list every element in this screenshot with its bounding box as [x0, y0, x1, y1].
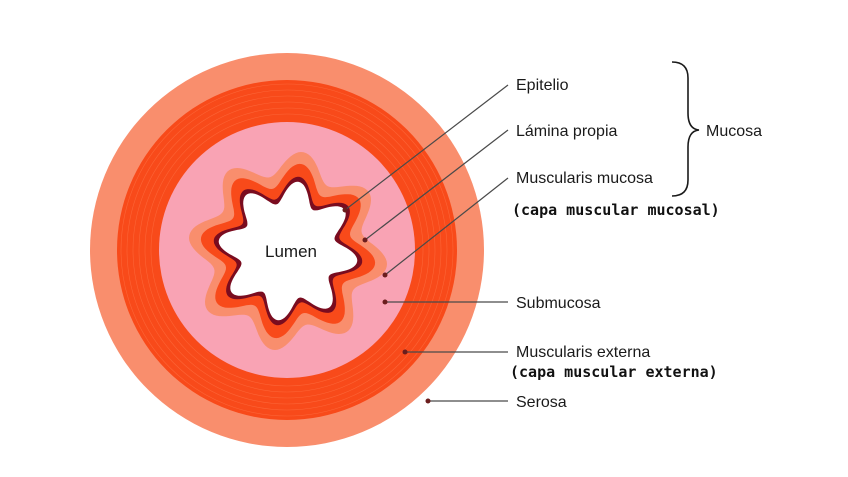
epitelio-label: Epitelio — [516, 77, 569, 94]
mucosa-group-label: Mucosa — [706, 123, 762, 140]
lumen-area — [218, 181, 358, 321]
serosa-dot — [425, 398, 431, 404]
serosa-label: Serosa — [516, 394, 567, 411]
muscularis-externa-label: Muscularis externa — [516, 344, 650, 361]
muscularis-mucosa-note: (capa muscular mucosal) — [512, 201, 720, 219]
muscularis-mucosa-leader — [384, 177, 509, 276]
submucosa-label: Submucosa — [516, 295, 601, 312]
muscularis-externa-texture — [120, 83, 454, 417]
lumen-label: Lumen — [265, 242, 317, 261]
lamina-propia-dot — [362, 237, 368, 243]
muscularis-externa-note: (capa muscular externa) — [510, 363, 718, 381]
epitelio-dot — [342, 207, 348, 213]
muscularis-externa-dot — [402, 349, 408, 355]
submucosa-dot — [382, 299, 388, 305]
muscularis-mucosa-dot — [382, 272, 388, 278]
mucosa-brace — [671, 61, 700, 197]
muscularis-mucosa-label: Muscularis mucosa — [516, 170, 653, 187]
lamina-propia-leader — [364, 129, 509, 241]
epitelio-leader — [344, 84, 509, 211]
lamina-propia-label: Lámina propia — [516, 123, 618, 140]
